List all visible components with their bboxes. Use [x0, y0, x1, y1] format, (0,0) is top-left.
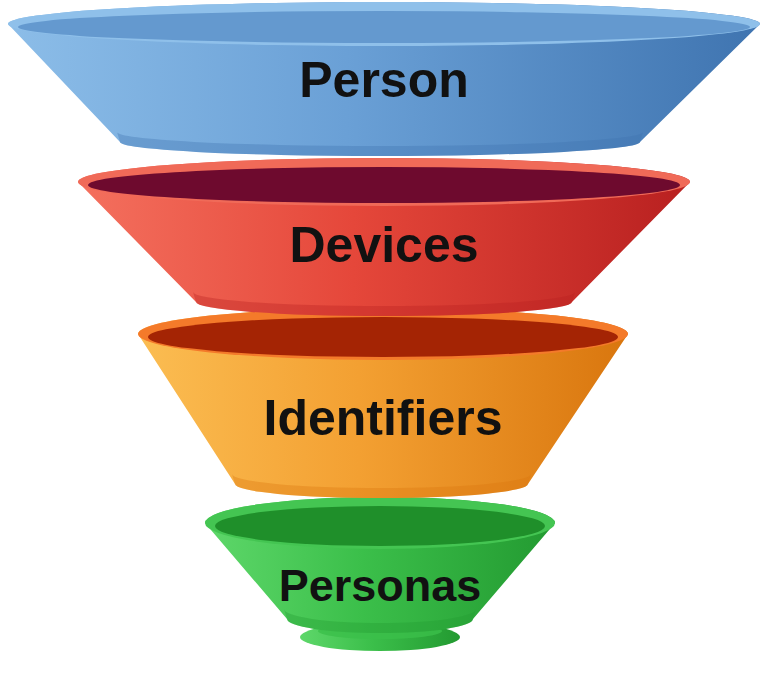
identifiers-band: Identifiers	[138, 308, 628, 498]
person-band: Person	[8, 2, 760, 160]
personas-band: Personas	[205, 497, 555, 647]
band-label: Person	[299, 55, 469, 105]
band-label: Identifiers	[264, 393, 503, 443]
devices-band: Devices	[78, 158, 690, 318]
band-label: Personas	[279, 563, 482, 608]
band-label: Devices	[289, 220, 478, 270]
